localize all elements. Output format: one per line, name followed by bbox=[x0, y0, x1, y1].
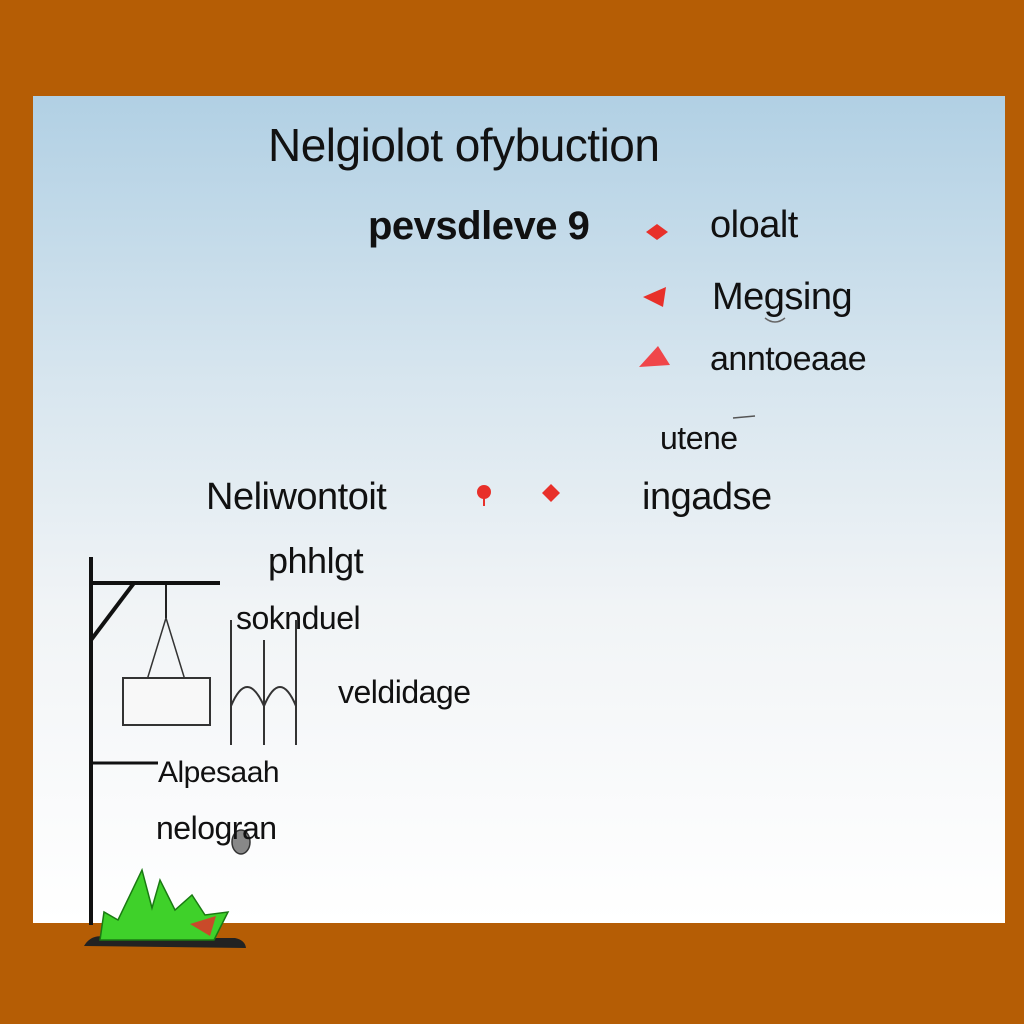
cog-icon bbox=[231, 829, 251, 855]
rope-cone bbox=[146, 617, 186, 681]
label-anntoeaae: anntoeaae bbox=[710, 340, 867, 378]
swirl-stroke bbox=[764, 317, 786, 323]
red-dot-marker bbox=[477, 485, 491, 499]
hanging-box bbox=[122, 677, 211, 726]
label-oloalt: oloalt bbox=[710, 204, 798, 246]
arc-right bbox=[263, 686, 297, 707]
red-diamond-marker-1 bbox=[646, 224, 668, 240]
diagram-panel bbox=[33, 96, 1005, 923]
label-megsing: Megsing bbox=[712, 276, 853, 318]
label-utene: utene bbox=[660, 420, 738, 456]
arc-left bbox=[230, 686, 265, 707]
red-triangle-marker-1 bbox=[643, 287, 666, 307]
diagram-title: Nelgiolot ofybuction bbox=[268, 119, 660, 171]
red-diamond-marker-2 bbox=[542, 484, 560, 502]
label-veldidage: veldidage bbox=[338, 674, 471, 710]
red-triangle-marker-2 bbox=[639, 346, 670, 367]
label-neliwontoit: Neliwontoit bbox=[206, 476, 387, 518]
label-pevsdleve: pevsdleve 9 bbox=[368, 204, 590, 248]
label-phhlgt: phhlgt bbox=[268, 540, 364, 581]
underline-stroke bbox=[732, 415, 756, 419]
label-ingadse: ingadse bbox=[642, 476, 772, 518]
label-alpesaah: Alpesaah bbox=[158, 756, 280, 789]
gallows-brace bbox=[89, 581, 136, 642]
label-soknduel: soknduel bbox=[236, 600, 361, 636]
grass-icon bbox=[84, 867, 246, 948]
label-nelogran: nelogran bbox=[156, 810, 277, 846]
